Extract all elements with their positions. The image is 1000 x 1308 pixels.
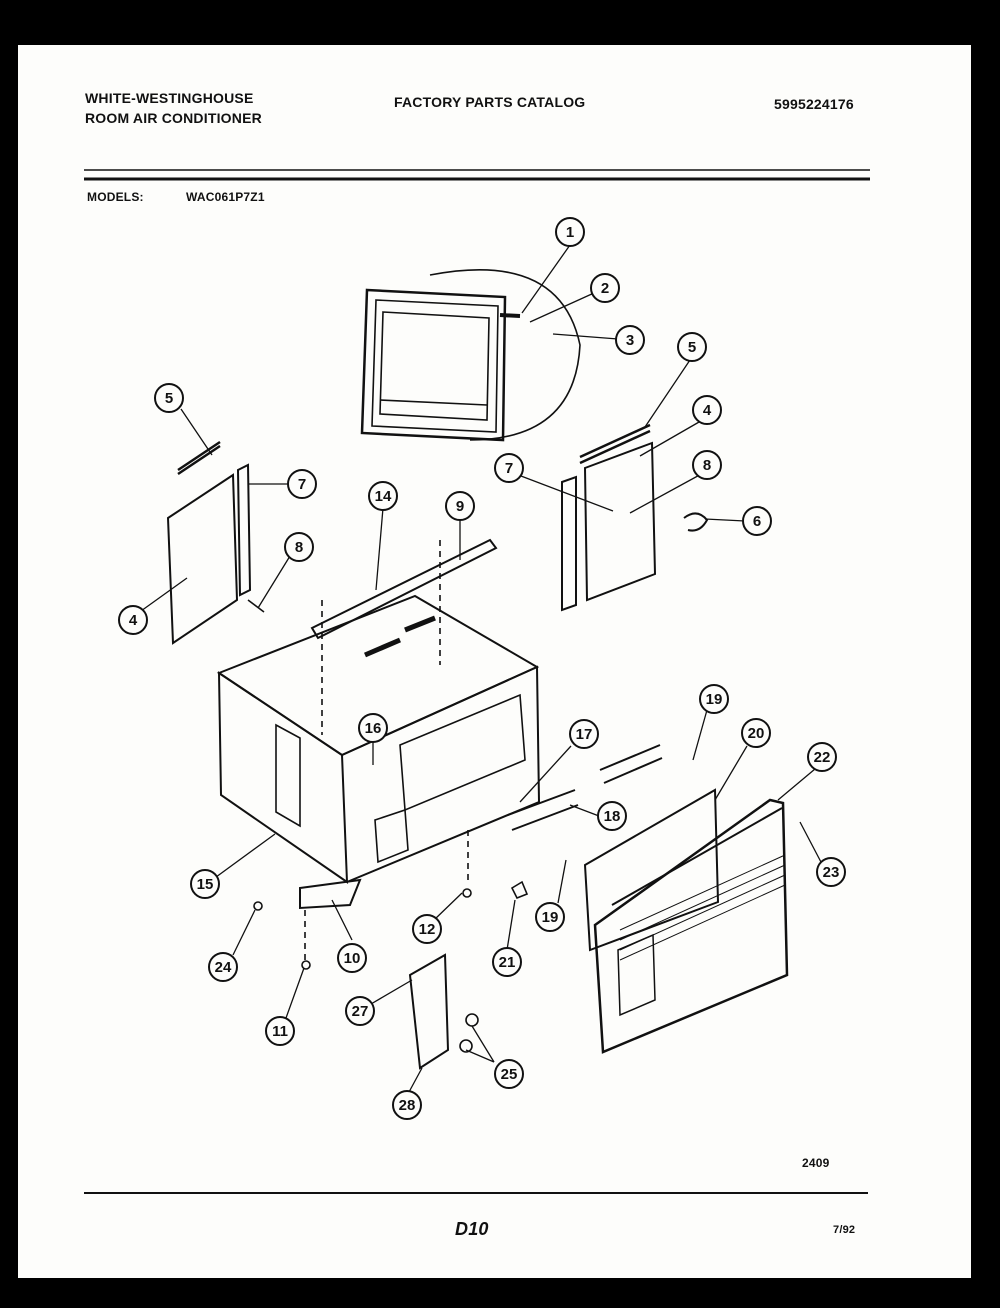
callout-label: 23 — [823, 864, 840, 881]
callout-label: 19 — [706, 691, 723, 708]
cabinet — [216, 538, 541, 965]
callout-label: 1 — [566, 224, 574, 241]
revision-date: 7/92 — [833, 1224, 856, 1236]
callout-label: 12 — [419, 921, 436, 938]
catalog-number: 5995224176 — [774, 96, 854, 112]
callout-circle — [368, 481, 398, 511]
callout-circle — [535, 902, 565, 932]
callout-circle — [412, 914, 442, 944]
callout-label: 22 — [814, 749, 831, 766]
callout-circle — [699, 684, 729, 714]
fastener-12 — [462, 888, 472, 898]
callout-circle — [494, 453, 524, 483]
callout-circle — [597, 801, 627, 831]
front-grille-assembly — [507, 744, 789, 1054]
callout-circle — [807, 742, 837, 772]
callout-label: 7 — [298, 476, 306, 493]
callout-label: 4 — [703, 402, 712, 419]
callout-label: 15 — [197, 876, 214, 893]
drawing-number: 2409 — [802, 1156, 830, 1170]
callout-label: 10 — [344, 950, 361, 967]
callout-label: 4 — [129, 612, 138, 629]
models-label: MODELS: — [87, 190, 144, 204]
callout-label: 7 — [505, 460, 513, 477]
callout-label: 17 — [576, 726, 593, 743]
callout-label: 14 — [375, 488, 392, 505]
fastener-21 — [510, 880, 529, 900]
callout-circle — [265, 1016, 295, 1046]
callout-circle — [816, 857, 846, 887]
callout-circle — [494, 1059, 524, 1089]
callout-label: 24 — [215, 959, 232, 976]
callout-circle — [190, 869, 220, 899]
callout-label: 5 — [165, 390, 173, 407]
fastener-11 — [301, 960, 311, 970]
window-frame-part — [360, 269, 581, 442]
callout-circle — [345, 996, 375, 1026]
callout-circle — [284, 532, 314, 562]
callout-label: 19 — [542, 909, 559, 926]
callout-circle — [569, 719, 599, 749]
callout-label: 2 — [601, 280, 609, 297]
callout-circle — [615, 325, 645, 355]
callout-label: 9 — [456, 498, 464, 515]
catalog-title: FACTORY PARTS CATALOG — [394, 94, 586, 110]
brand-line-2: ROOM AIR CONDITIONER — [85, 110, 262, 126]
callout-label: 16 — [365, 720, 382, 737]
leader-lines — [140, 244, 823, 1093]
callout-circle — [692, 395, 722, 425]
brand-line-1: WHITE-WESTINGHOUSE — [85, 90, 254, 106]
callout-label: 20 — [748, 725, 765, 742]
callout-label: 3 — [626, 332, 634, 349]
callout-circle — [741, 718, 771, 748]
fastener-24 — [253, 901, 263, 911]
callout-circle — [742, 506, 772, 536]
page-id: D10 — [455, 1219, 489, 1239]
left-side-curtain — [166, 440, 265, 645]
callout-circle — [118, 605, 148, 635]
callout-label: 8 — [703, 457, 711, 474]
callout-label: 28 — [399, 1097, 416, 1114]
callout-circle — [208, 952, 238, 982]
callout-circle — [590, 273, 620, 303]
callout-circle — [492, 947, 522, 977]
callout-circle — [358, 713, 388, 743]
callout-circle — [445, 491, 475, 521]
callout-label: 8 — [295, 539, 303, 556]
callout-circle — [154, 383, 184, 413]
callout-label: 6 — [753, 513, 761, 530]
right-side-curtain — [561, 423, 709, 612]
callout-circle — [677, 332, 707, 362]
callout-circle — [555, 217, 585, 247]
callout-label: 25 — [501, 1066, 518, 1083]
model-value: WAC061P7Z1 — [186, 190, 265, 204]
callout-circle — [287, 469, 317, 499]
callout-circle — [392, 1090, 422, 1120]
callout-label: 11 — [272, 1023, 288, 1040]
callout-label: 21 — [499, 954, 516, 971]
callout-label: 5 — [688, 339, 696, 356]
callout-circle — [337, 943, 367, 973]
callout-circle — [692, 450, 722, 480]
callout-label: 18 — [604, 808, 621, 825]
callout-label: 27 — [352, 1003, 369, 1020]
